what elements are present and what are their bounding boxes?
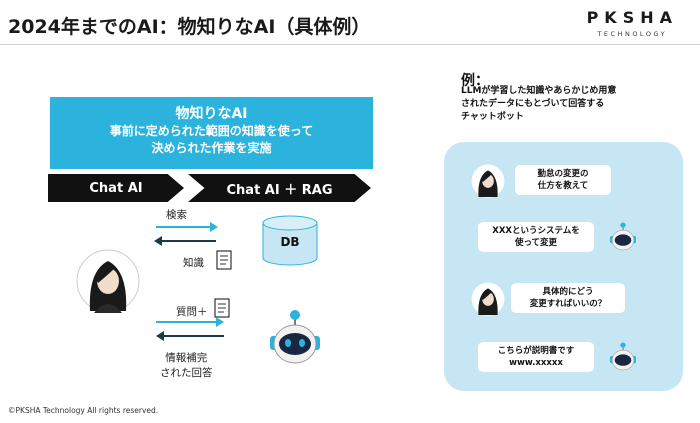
header-divider [0,44,700,45]
example-desc-1: LLMが学習した知識やあらかじめ用意 [461,86,617,96]
db-label: DB [280,235,300,249]
robot-icon [270,310,320,364]
database-icon [262,215,318,266]
answer-label-1: 情報補完 [165,352,208,364]
banner-desc-1: 事前に定められた範囲の知識を使って [109,124,314,138]
example-desc-3: チャットボット [461,112,524,122]
chat-user-avatar-2 [471,282,505,316]
chat-robot-icon [610,222,636,251]
logo-tagline: TECHNOLOGY [597,30,668,38]
search-arrows [154,222,218,246]
msg1-line1: 勤怠の変更の [537,169,589,179]
answer-arrows [156,317,224,341]
stage-chat-ai-rag: Chat AI ＋ RAG [188,174,371,202]
msg3-line2: 変更すればいいの？ [529,299,607,309]
banner-title: 物知りなAI [175,106,248,122]
msg2-line1: XXXというシステムを [492,226,580,236]
chat-message-user-2: 具体的にどう変更すればいいの？ [511,283,625,313]
logo-name: PKSHA [586,8,678,27]
answer-label-2: された回答 [160,367,213,379]
answer-label: 情報補完 された回答 [160,351,213,381]
example-description: LLMが学習した知識やあらかじめ用意 されたデータにもとづいて回答する チャット… [461,85,616,124]
copyright: ©PKSHA Technology All rights reserved. [8,406,159,415]
knowledge-arrow-head [154,236,162,246]
msg4-line2: www.xxxxx [509,358,563,368]
user-avatar [76,249,140,313]
chat-message-bot-1: XXXというシステムを使って変更 [478,222,594,252]
knowledge-label: 知識 [183,257,204,269]
msg3-line1: 具体的にどう [542,287,594,297]
knowledge-ai-banner: 物知りなAI 事前に定められた範囲の知識を使って 決められた作業を実施 [50,97,373,169]
document-icon [216,250,232,270]
question-document-icon [214,298,230,318]
question-label: 質問＋ [176,306,208,318]
pksha-logo: PKSHA TECHNOLOGY [587,8,678,38]
msg4-line1: こちらが説明書です [497,346,575,356]
page-title: 2024年までのAI：物知りなAI（具体例） [8,16,371,38]
answer-arrow-head [156,331,164,341]
search-label: 検索 [166,209,187,221]
chat-robot-icon-2 [610,342,636,371]
stage-chat-ai: Chat AI [48,174,184,202]
msg2-line2: 使って変更 [514,238,558,248]
example-heading: 例： [461,73,489,89]
banner-desc-2: 決められた作業を実施 [151,141,272,155]
chat-message-bot-2: こちらが説明書です www.xxxxx [478,342,594,372]
question-arrow-head [216,317,224,327]
example-desc-2: されたデータにもとづいて回答する [461,99,605,109]
search-arrow-head [210,222,218,232]
chat-user-avatar [471,164,505,198]
chat-message-user-1: 勤怠の変更の仕方を教えて [515,165,611,195]
msg1-line2: 仕方を教えて [537,181,589,191]
